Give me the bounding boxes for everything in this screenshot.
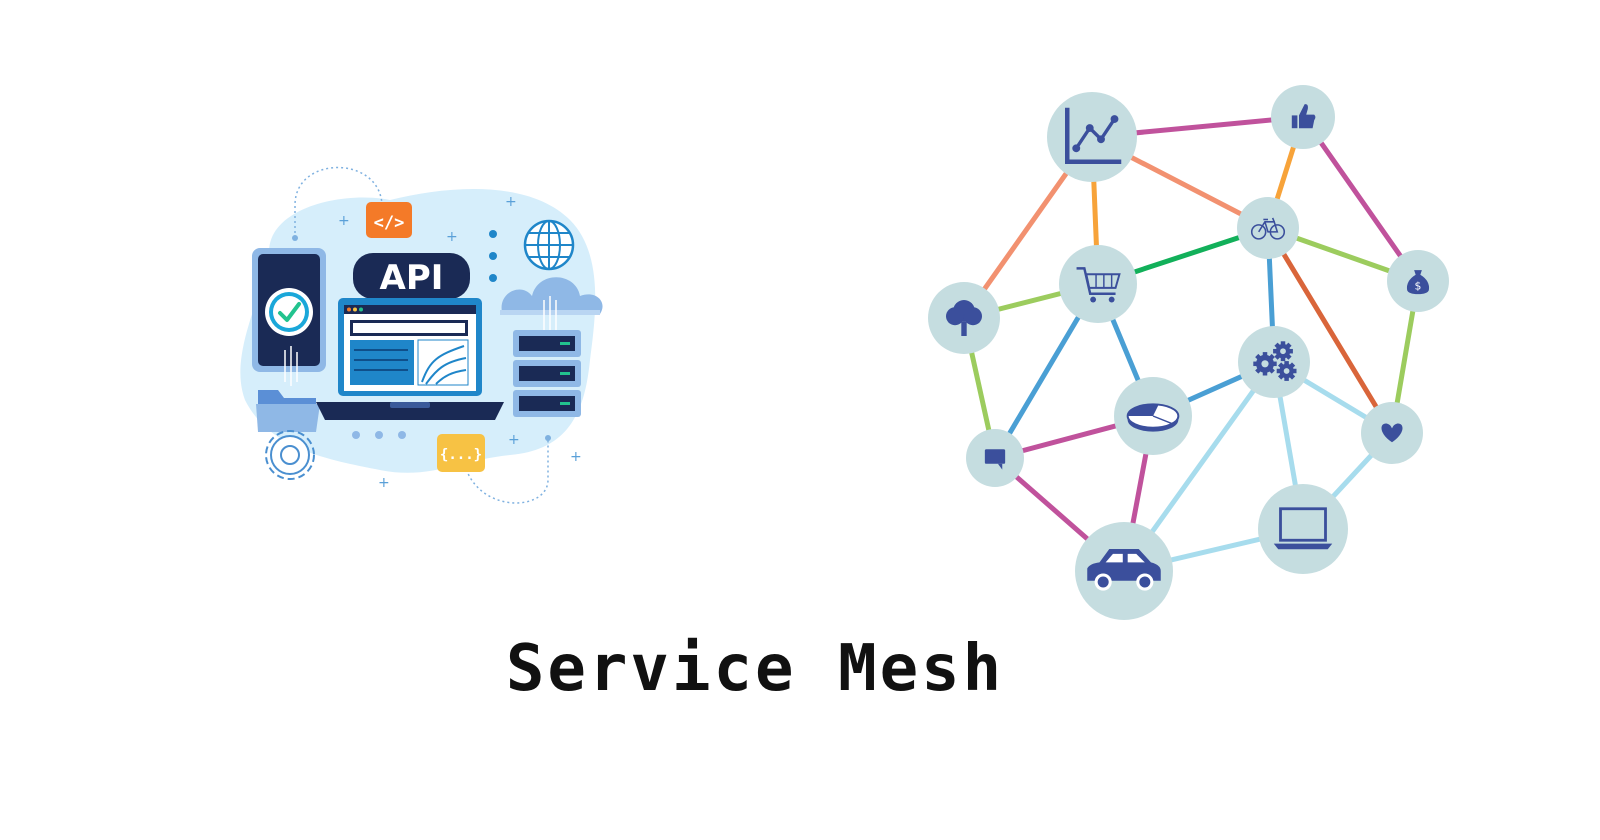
code-tag-badge: </> xyxy=(366,202,412,238)
api-illustration: + + + + + + </> xyxy=(240,166,603,504)
bicycle-icon xyxy=(1250,217,1286,240)
api-speech-bubble: API xyxy=(353,253,470,310)
phone-icon xyxy=(252,248,326,386)
svg-text:+: + xyxy=(378,475,390,491)
gear-icon xyxy=(265,430,315,480)
mesh-node-tree xyxy=(928,282,1000,354)
svg-text:+: + xyxy=(505,194,517,210)
globe-icon xyxy=(523,219,575,271)
mesh-node-chart xyxy=(1047,92,1137,182)
svg-text:+: + xyxy=(570,449,582,465)
folder-icon xyxy=(256,390,320,432)
mesh-node-gears xyxy=(1238,326,1310,398)
json-tag-badge: {...} xyxy=(437,434,485,472)
mesh-node-car xyxy=(1075,522,1173,620)
sparkle-plus-icons: + + + + + + xyxy=(338,194,582,491)
mesh-node-laptop xyxy=(1258,484,1348,574)
svg-text:+: + xyxy=(446,229,458,245)
heart-icon xyxy=(1381,423,1403,443)
mesh-edge-like-money xyxy=(1300,114,1421,284)
mesh-node-cart xyxy=(1059,245,1137,323)
mesh-node-money: $ xyxy=(1387,250,1449,312)
svg-text:$: $ xyxy=(1415,280,1422,293)
page-title: Service Mesh xyxy=(505,632,1005,706)
pie-chart-icon xyxy=(1126,403,1180,432)
service-mesh-graph: $ xyxy=(928,85,1449,620)
mesh-node-chat xyxy=(966,429,1024,487)
svg-text:+: + xyxy=(508,432,520,448)
code-tag-text: </> xyxy=(374,213,405,233)
laptop-icon xyxy=(316,298,504,420)
money-bag-icon: $ xyxy=(1406,270,1430,295)
mesh-node-like xyxy=(1271,85,1335,149)
server-icon xyxy=(513,330,581,417)
shopping-cart-icon xyxy=(1076,267,1121,303)
mesh-node-pie xyxy=(1114,377,1192,455)
dot-row xyxy=(352,431,406,439)
tree-icon xyxy=(946,300,982,336)
thumbs-up-icon xyxy=(1291,104,1316,129)
dotted-arc-top xyxy=(294,166,383,238)
mesh-node-heart xyxy=(1361,402,1423,464)
mesh-edges xyxy=(961,114,1421,574)
dotted-arc-bottom xyxy=(461,438,549,504)
car-icon xyxy=(1087,548,1161,591)
laptop-icon xyxy=(1273,507,1333,550)
mesh-nodes: $ xyxy=(928,85,1449,620)
mesh-edge-bicycle-heart xyxy=(1265,225,1395,436)
gears-icon xyxy=(1253,341,1297,381)
api-label: API xyxy=(380,258,444,298)
line-chart-icon xyxy=(1065,107,1122,164)
svg-text:+: + xyxy=(338,213,350,229)
json-tag-text: {...} xyxy=(440,447,482,463)
dot-column xyxy=(489,230,497,282)
mesh-node-bicycle xyxy=(1237,197,1299,259)
